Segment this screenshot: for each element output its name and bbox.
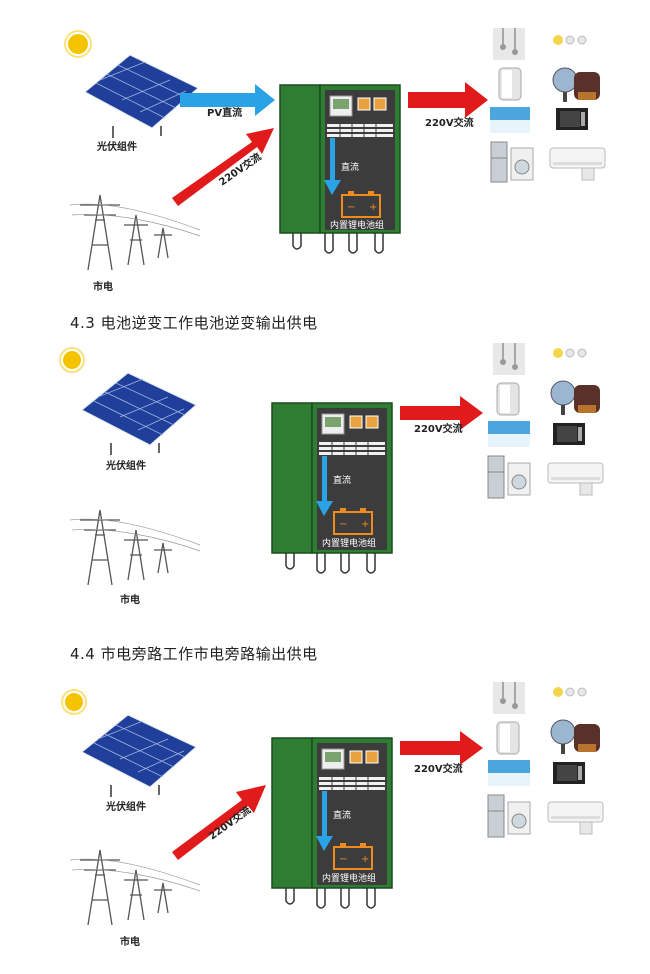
rice-cooker-icon	[574, 385, 600, 413]
battery-icon	[333, 843, 373, 870]
power-tower-icon	[69, 509, 201, 586]
power-tower-icon	[69, 849, 201, 926]
fan-icon	[552, 67, 578, 102]
battery-minus-sign: −	[339, 854, 347, 865]
pendant-lamp-icon	[493, 28, 525, 60]
microwave-icon	[553, 762, 585, 784]
output-ac-arrow	[400, 731, 483, 765]
output-ac-label: 220V交流	[414, 762, 463, 775]
output-ac-arrow	[408, 82, 488, 118]
battery-plus-sign: +	[369, 202, 377, 213]
dc-label: 直流	[333, 474, 351, 486]
diagram-panel-1: 光伏组件 市电 PV直流 220V交流	[0, 0, 650, 300]
battery-icon	[333, 508, 373, 535]
output-ac-label: 220V交流	[425, 116, 474, 129]
air-conditioner-icon	[547, 462, 604, 496]
solar-panel-icon	[81, 714, 197, 797]
rice-cooker-icon	[574, 724, 600, 752]
mains-label: 市电	[120, 593, 140, 606]
mains-label: 市电	[93, 280, 113, 293]
light-bulb-icon	[553, 687, 587, 697]
dc-down-arrow	[324, 138, 341, 195]
diagram-panel-3-svg: 光伏组件 市电 220V交流	[61, 682, 604, 948]
appliances-group	[487, 343, 604, 499]
dc-label: 直流	[333, 809, 351, 821]
tv-icon	[490, 107, 530, 133]
microwave-icon	[556, 108, 588, 130]
diagram-panel-2-svg: 光伏组件 市电	[59, 343, 604, 606]
light-bulb-icon	[553, 35, 587, 45]
inverter-cabinet	[271, 737, 393, 909]
fan-icon	[550, 380, 576, 415]
sun-icon	[61, 689, 87, 715]
battery-pack-label: 内置锂电池组	[322, 872, 376, 884]
battery-minus-sign: −	[339, 519, 347, 530]
microwave-icon	[553, 423, 585, 445]
kettle-icon	[498, 67, 522, 101]
section-4-3-heading: 4.3 电池逆变工作电池逆变输出供电	[70, 314, 318, 332]
pv-dc-arrow	[180, 84, 275, 116]
fridge-icon	[487, 794, 505, 838]
pv-dc-label: PV直流	[207, 106, 242, 119]
power-tower-icon	[69, 194, 201, 271]
air-conditioner-icon	[547, 801, 604, 835]
sun-icon	[59, 347, 85, 373]
section-4-4-heading: 4.4 市电旁路工作市电旁路输出供电	[70, 645, 318, 663]
battery-plus-sign: +	[361, 519, 369, 530]
diagram-panel-1-svg: 光伏组件 市电 PV直流 220V交流	[64, 28, 606, 293]
light-bulb-icon	[553, 348, 587, 358]
output-ac-arrow	[400, 396, 483, 430]
pv-modules-label: 光伏组件	[105, 800, 146, 813]
rice-cooker-icon	[574, 72, 600, 100]
pendant-lamp-icon	[493, 682, 525, 714]
pendant-lamp-icon	[493, 343, 525, 375]
battery-icon	[341, 191, 381, 218]
output-ac-label: 220V交流	[414, 422, 463, 435]
battery-plus-sign: +	[361, 854, 369, 865]
fridge-icon	[487, 455, 505, 499]
dc-label: 直流	[341, 161, 359, 173]
pv-modules-label: 光伏组件	[96, 140, 137, 153]
washing-machine-icon	[507, 801, 531, 835]
diagram-panel-3: 光伏组件 市电 220V交流	[0, 670, 650, 970]
solar-panel-icon	[81, 372, 197, 455]
washing-machine-icon	[507, 462, 531, 496]
kettle-icon	[496, 721, 520, 755]
solar-panel-icon	[84, 54, 199, 138]
mains-label: 市电	[120, 935, 140, 948]
washing-machine-icon	[510, 147, 534, 181]
appliances-group	[487, 682, 604, 838]
battery-minus-sign: −	[347, 202, 355, 213]
tv-icon	[488, 760, 530, 786]
appliances-group	[490, 28, 606, 183]
dc-down-arrow	[316, 456, 333, 516]
fan-icon	[550, 719, 576, 754]
mains-ac-arrow	[172, 785, 266, 860]
fridge-icon	[490, 141, 508, 183]
pv-modules-label: 光伏组件	[105, 459, 146, 472]
battery-pack-label: 内置锂电池组	[322, 537, 376, 549]
diagram-panel-2: 光伏组件 市电	[0, 335, 650, 635]
sun-icon	[64, 30, 92, 58]
tv-icon	[488, 421, 530, 447]
air-conditioner-icon	[549, 147, 606, 181]
battery-pack-label: 内置锂电池组	[330, 219, 384, 231]
mains-ac-arrow	[172, 128, 274, 206]
kettle-icon	[496, 382, 520, 416]
dc-down-arrow	[316, 791, 333, 851]
